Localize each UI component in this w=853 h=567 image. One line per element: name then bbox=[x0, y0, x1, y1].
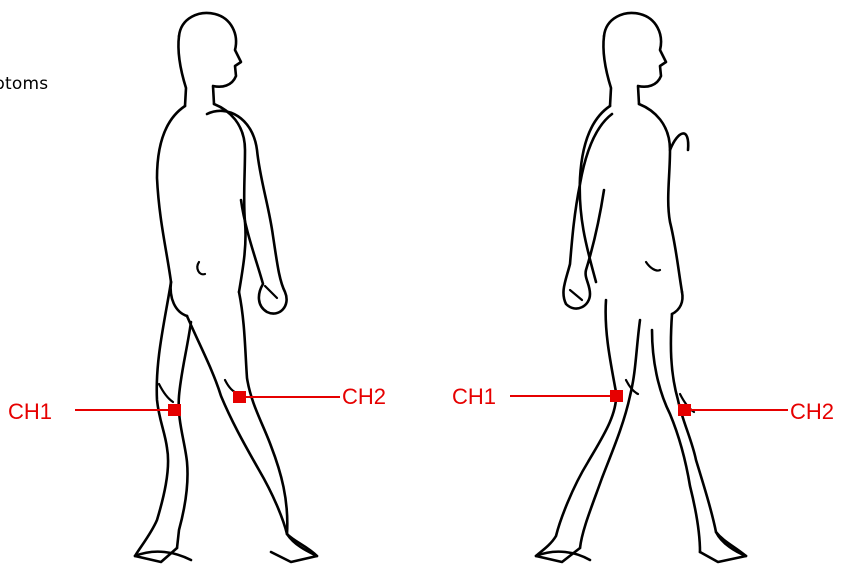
ch1-label-right: CH1 bbox=[452, 386, 496, 408]
ch1-electrode-left bbox=[168, 404, 181, 416]
ch1-electrode-right bbox=[610, 390, 623, 402]
ch1-label-left: CH1 bbox=[8, 401, 52, 423]
human-figure-right bbox=[520, 0, 820, 567]
body-outline bbox=[135, 13, 317, 562]
body-outline bbox=[536, 13, 746, 562]
ch2-electrode-right bbox=[678, 404, 691, 416]
ch2-electrode-left bbox=[233, 391, 246, 403]
ch2-label-right: CH2 bbox=[790, 401, 834, 423]
partial-caption-text: ptoms bbox=[0, 74, 48, 94]
ch2-label-left: CH2 bbox=[342, 386, 386, 408]
human-figure-left bbox=[95, 0, 395, 567]
